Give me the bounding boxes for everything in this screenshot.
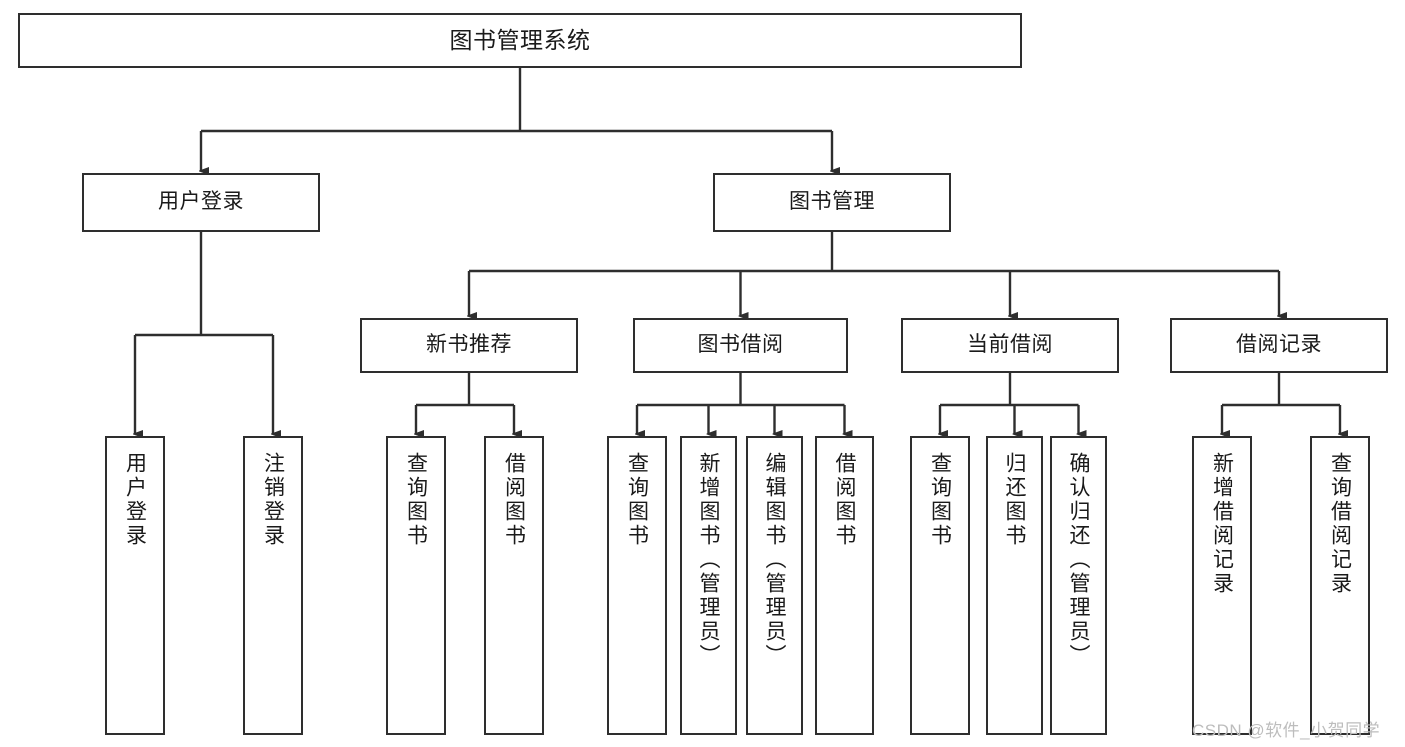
node-label: 图书管理系统 <box>449 26 591 53</box>
node-leaf-bk-borrow[interactable]: 借阅图书 <box>815 436 874 735</box>
node-borrow[interactable]: 图书借阅 <box>633 318 848 373</box>
node-label: 用户登录 <box>123 452 147 548</box>
node-label: 查询图书 <box>928 452 952 548</box>
node-current[interactable]: 当前借阅 <box>901 318 1119 373</box>
node-root[interactable]: 图书管理系统 <box>18 13 1022 68</box>
node-label: 图书借阅 <box>697 333 784 357</box>
node-leaf-nb-borrow[interactable]: 借阅图书 <box>484 436 544 735</box>
node-label: 查询图书 <box>625 452 649 548</box>
node-label: 新增借阅记录 <box>1210 452 1234 596</box>
node-records[interactable]: 借阅记录 <box>1170 318 1388 373</box>
node-leaf-user-logout[interactable]: 注销登录 <box>243 436 303 735</box>
edge-group <box>135 68 1340 434</box>
node-label: 借阅记录 <box>1236 333 1322 357</box>
node-leaf-bk-query[interactable]: 查询图书 <box>607 436 667 735</box>
node-label: 确认归还（管理员） <box>1067 452 1090 668</box>
node-leaf-bk-add[interactable]: 新增图书（管理员） <box>680 436 737 735</box>
node-label: 当前借阅 <box>967 333 1053 357</box>
node-leaf-user-login[interactable]: 用户登录 <box>105 436 165 735</box>
node-leaf-rec-query[interactable]: 查询借阅记录 <box>1310 436 1370 735</box>
node-label: 用户登录 <box>158 190 244 214</box>
node-label: 新书推荐 <box>426 333 512 357</box>
node-label: 归还图书 <box>1003 452 1026 548</box>
node-label: 借阅图书 <box>502 452 526 548</box>
node-newbook[interactable]: 新书推荐 <box>360 318 578 373</box>
node-label: 编辑图书（管理员） <box>763 452 786 668</box>
node-leaf-cur-return[interactable]: 归还图书 <box>986 436 1043 735</box>
node-leaf-bk-edit[interactable]: 编辑图书（管理员） <box>746 436 803 735</box>
node-label: 借阅图书 <box>833 452 856 548</box>
node-leaf-nb-query[interactable]: 查询图书 <box>386 436 446 735</box>
node-leaf-rec-add[interactable]: 新增借阅记录 <box>1192 436 1252 735</box>
node-label: 查询借阅记录 <box>1328 452 1352 596</box>
node-label: 注销登录 <box>261 452 285 548</box>
node-label: 查询图书 <box>404 452 428 548</box>
node-label: 新增图书（管理员） <box>697 452 720 668</box>
node-login[interactable]: 用户登录 <box>82 173 320 232</box>
watermark-label: CSDN @软件_小贺同学 <box>1192 721 1381 740</box>
node-label: 图书管理 <box>789 190 875 214</box>
node-leaf-cur-confirm[interactable]: 确认归还（管理员） <box>1050 436 1107 735</box>
node-bookmgmt[interactable]: 图书管理 <box>713 173 951 232</box>
node-leaf-cur-query[interactable]: 查询图书 <box>910 436 970 735</box>
